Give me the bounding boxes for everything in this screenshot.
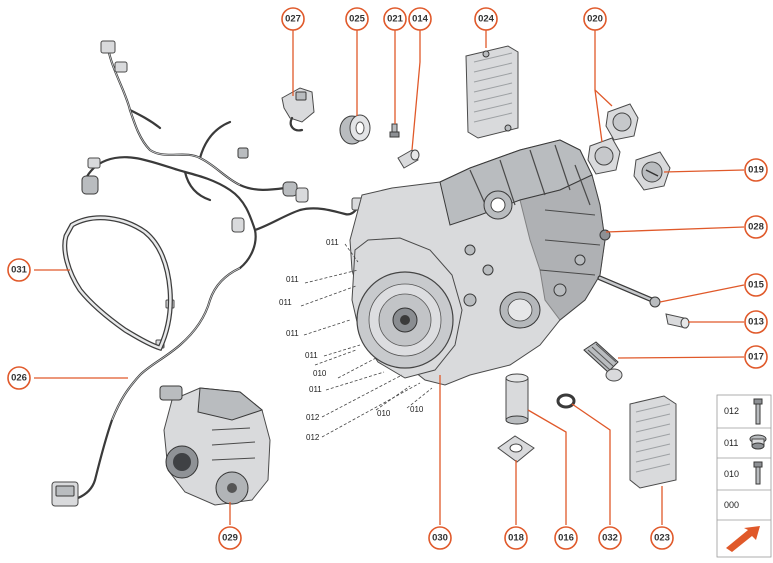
callout-014: 014 (409, 8, 431, 30)
callout-032: 032 (599, 527, 621, 549)
bolt-label: 011 (279, 298, 292, 307)
legend-label-000: 000 (724, 500, 739, 510)
svg-text:028: 028 (748, 222, 764, 233)
bolt-label: 011 (286, 329, 299, 338)
callout-013: 013 (745, 311, 767, 333)
bolt-label: 011 (309, 385, 322, 394)
svg-text:027: 027 (285, 14, 301, 25)
hydraulic-unit-029 (160, 386, 270, 505)
orange-arrow-icon (720, 523, 768, 555)
oil-cooler-024 (466, 46, 518, 138)
seal-025 (340, 115, 370, 144)
callout-027: 027 (282, 8, 304, 30)
svg-text:024: 024 (478, 14, 495, 25)
svg-text:016: 016 (558, 533, 574, 544)
filter-017 (584, 342, 622, 381)
sensor-bracket-027 (282, 88, 314, 130)
o-ring-032 (558, 395, 574, 407)
callout-016: 016 (555, 527, 577, 549)
cover-plates-020 (588, 104, 638, 174)
callout-020: 020 (584, 8, 606, 30)
svg-text:018: 018 (508, 533, 524, 544)
bolt-label: 011 (326, 238, 339, 247)
sleeve-014 (398, 150, 419, 168)
transmission-housing (350, 140, 610, 385)
bolt-label: 011 (286, 275, 299, 284)
svg-text:017: 017 (748, 352, 764, 363)
svg-text:019: 019 (748, 165, 764, 176)
bolt-label: 010 (377, 409, 391, 418)
nut-icon (750, 435, 766, 449)
svg-text:032: 032 (602, 533, 618, 544)
callout-026: 026 (8, 367, 30, 389)
callout-021: 021 (384, 8, 406, 30)
svg-text:023: 023 (654, 533, 670, 544)
sleeve-013 (666, 314, 689, 328)
svg-text:029: 029 (222, 533, 238, 544)
bolt-label: 010 (410, 405, 424, 414)
svg-text:021: 021 (387, 14, 404, 25)
cover-plate-019 (634, 152, 670, 190)
fastener-legend: 012 011 010 000 (717, 395, 771, 557)
callout-025: 025 (346, 8, 368, 30)
screw-021 (390, 124, 399, 137)
callout-018: 018 (505, 527, 527, 549)
svg-text:014: 014 (412, 14, 429, 25)
callout-031: 031 (8, 259, 30, 281)
legend-label-012: 012 (724, 406, 739, 416)
bolt-label: 010 (313, 369, 327, 378)
filter-housing-023 (630, 396, 676, 488)
long-bolt-015 (600, 278, 660, 307)
legend-label-010: 010 (724, 469, 739, 479)
bolt-label: 012 (306, 433, 320, 442)
callout-030: 030 (429, 527, 451, 549)
callout-019: 019 (745, 159, 767, 181)
sleeve-016 (506, 374, 528, 424)
svg-text:026: 026 (11, 373, 27, 384)
svg-text:020: 020 (587, 14, 603, 25)
svg-text:015: 015 (748, 280, 765, 291)
callout-029: 029 (219, 527, 241, 549)
svg-text:013: 013 (748, 317, 764, 328)
housing-gasket (65, 218, 171, 348)
svg-text:025: 025 (349, 14, 366, 25)
svg-text:031: 031 (11, 265, 28, 276)
svg-text:030: 030 (432, 533, 448, 544)
callout-023: 023 (651, 527, 673, 549)
callout-015: 015 (745, 274, 767, 296)
callout-017: 017 (745, 346, 767, 368)
plate-018 (498, 436, 534, 462)
callout-028: 028 (745, 216, 767, 238)
legend-label-011: 011 (724, 438, 738, 448)
bolt-label: 012 (306, 413, 320, 422)
callout-024: 024 (475, 8, 497, 30)
bolt-label: 011 (305, 351, 318, 360)
